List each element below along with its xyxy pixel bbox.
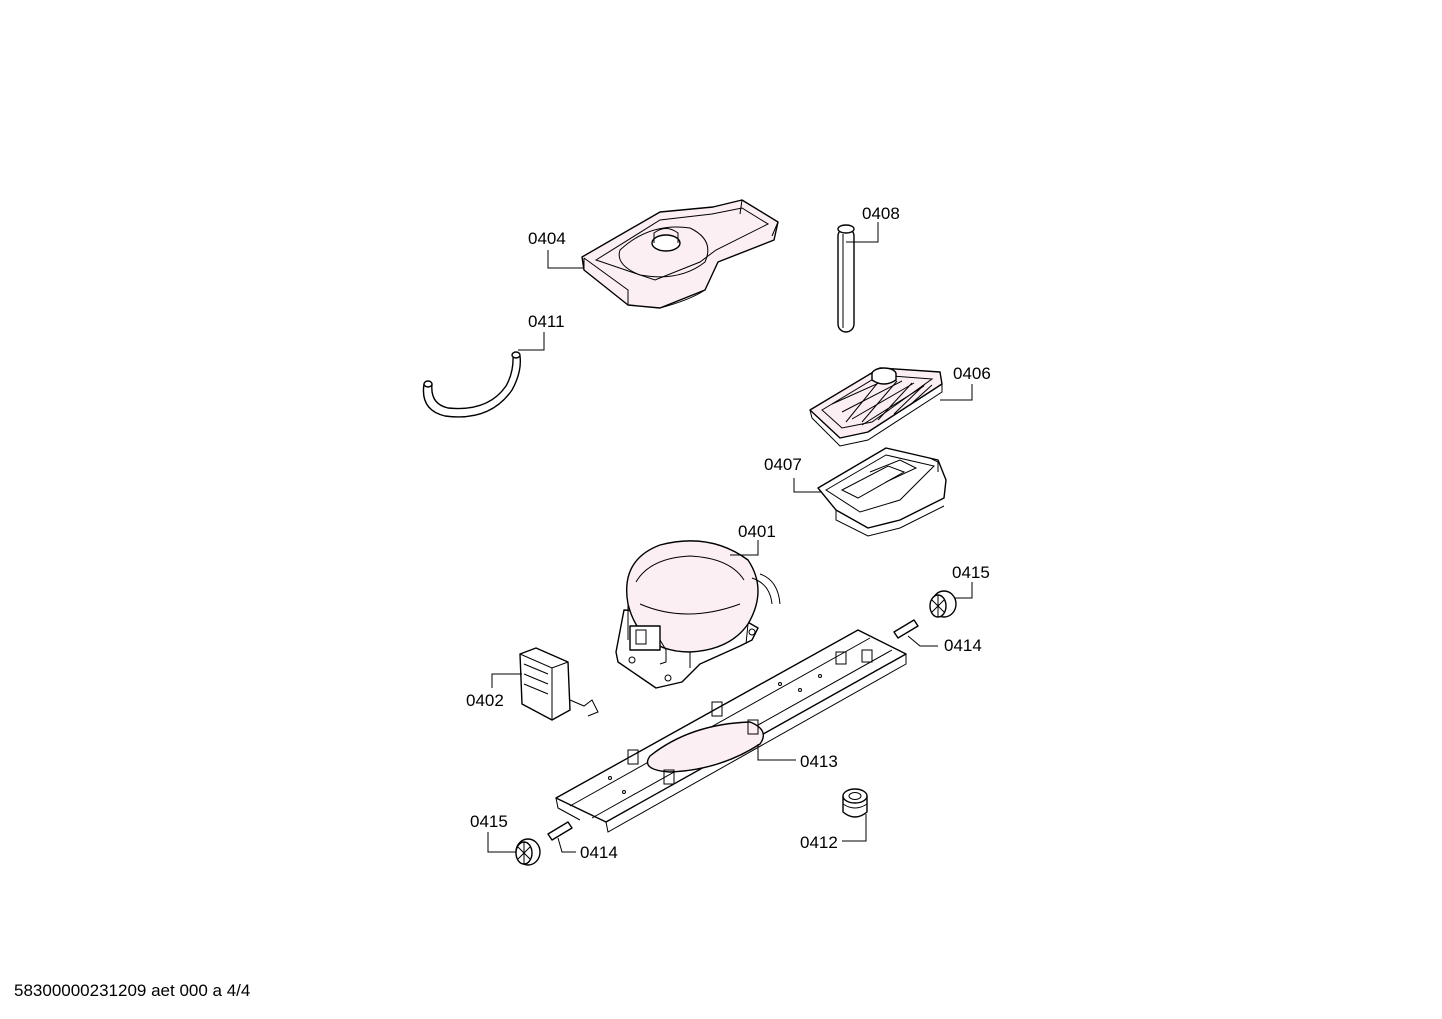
part-0415-foot-left[interactable] [515, 838, 541, 866]
part-0406-grid-cover[interactable] [809, 367, 943, 447]
part-0413-rail[interactable] [555, 629, 907, 833]
part-0411-hose[interactable] [422, 351, 522, 418]
part-0414-pin-right[interactable] [893, 619, 919, 639]
callout-0415-left: 0415 [470, 812, 508, 831]
callout-0404: 0404 [528, 229, 566, 248]
leader-lines [487, 222, 973, 853]
callout-0408: 0408 [862, 204, 900, 223]
document-footer: 58300000231209 aet 000 a 4/4 [14, 981, 251, 1000]
callout-0402: 0402 [466, 691, 504, 710]
callout-0407: 0407 [764, 455, 802, 474]
part-0415-foot-right[interactable] [929, 590, 957, 618]
part-0401-compressor[interactable] [615, 540, 781, 689]
callout-0415-right: 0415 [952, 563, 990, 582]
callout-0401: 0401 [738, 522, 776, 541]
part-0412-grommet[interactable] [842, 788, 868, 818]
callout-0406: 0406 [953, 364, 991, 383]
part-0408-rod[interactable] [837, 224, 855, 333]
callout-0412: 0412 [800, 833, 838, 852]
part-0407-tray[interactable] [817, 447, 947, 537]
part-0414-pin-left[interactable] [547, 821, 573, 841]
callout-0413: 0413 [800, 752, 838, 771]
callout-0414-left: 0414 [580, 843, 618, 862]
callout-0414-right: 0414 [944, 636, 982, 655]
callout-0411: 0411 [528, 312, 565, 331]
part-0402-relay[interactable] [519, 647, 599, 721]
part-0404-drip-tray[interactable] [581, 199, 779, 309]
